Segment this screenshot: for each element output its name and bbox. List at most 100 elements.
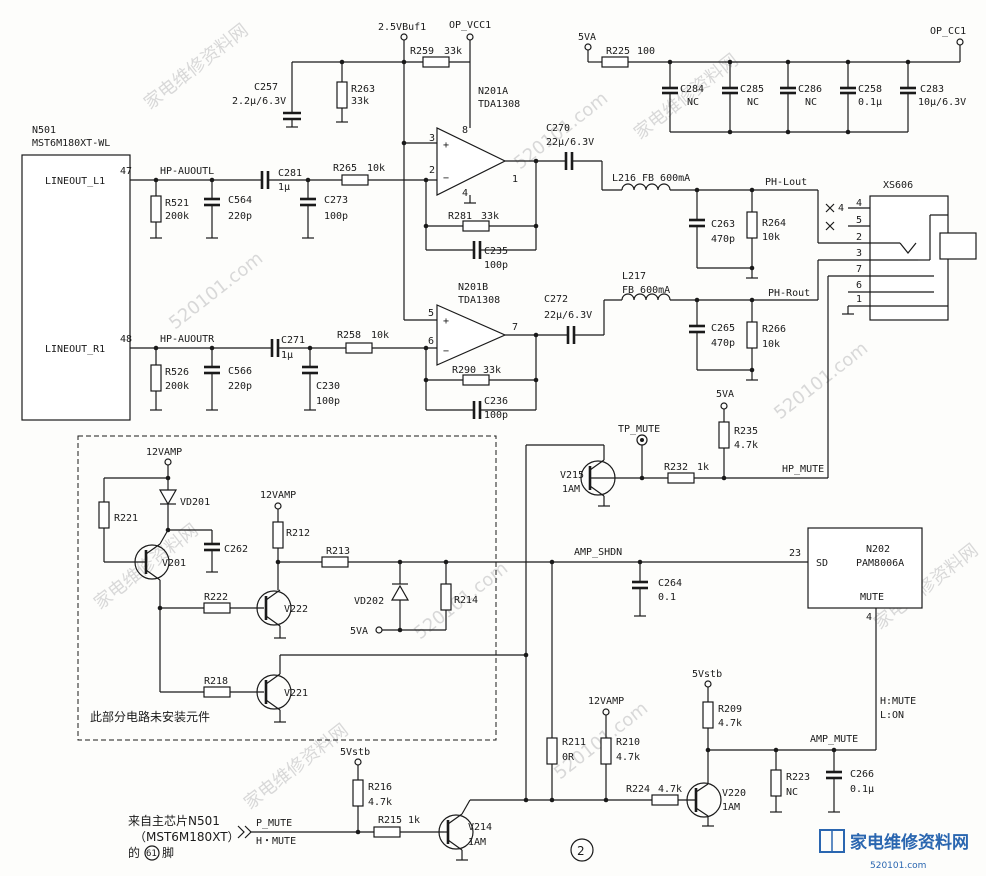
net-ph-r-label: PH-Rout bbox=[768, 288, 810, 299]
r258-ref: R258 bbox=[337, 330, 361, 341]
amp-mute-circuit: R211 0R 12VAMP R210 4.7k R224 4.7k 5Vstb… bbox=[470, 669, 876, 827]
c270-val: 22μ/6.3V bbox=[546, 137, 594, 148]
net-l-on-label: L:ON bbox=[880, 710, 904, 721]
n201b-plus: + bbox=[443, 316, 449, 327]
filter-caps bbox=[662, 59, 916, 135]
v222-ref: V222 bbox=[284, 604, 308, 615]
ic-n501-ref: N501 bbox=[32, 125, 56, 136]
n202-ref: N202 bbox=[866, 544, 890, 555]
c264-val: 0.1 bbox=[658, 592, 676, 603]
n201b-minus: − bbox=[443, 346, 449, 357]
note-from-line3: 的 bbox=[128, 845, 140, 860]
net-tp-mute-label: TP_MUTE bbox=[618, 424, 660, 435]
n202-pin-mute-num: 4 bbox=[866, 612, 872, 623]
c236-ref: C236 bbox=[484, 396, 508, 407]
r215-val: 1k bbox=[408, 815, 420, 826]
r223-ref: R223 bbox=[786, 772, 810, 783]
n202-pin-sd: SD bbox=[816, 558, 828, 569]
xs606-pin-4: 4 bbox=[838, 203, 844, 214]
vd201-ref: VD201 bbox=[180, 497, 210, 508]
net-h-mute-label: H:MUTE bbox=[880, 696, 916, 707]
xs606-pin2-num: 2 bbox=[856, 232, 862, 243]
n202-pin-sd-num: 23 bbox=[789, 548, 801, 559]
p-mute-circuit: 来自主芯片N501 （MST6M180XT） 的 61 脚 P_MUTE H・M… bbox=[128, 747, 492, 861]
v215-val: 1AM bbox=[562, 484, 580, 495]
v221-ref: V221 bbox=[284, 688, 308, 699]
r259-val: 33k bbox=[444, 46, 462, 57]
net-5va-top-label: 5VA bbox=[578, 32, 596, 43]
r263-val: 33k bbox=[351, 96, 369, 107]
logo-url: 520101.com bbox=[870, 861, 926, 871]
xs606-ref: XS606 bbox=[883, 180, 913, 191]
v220-ref: V220 bbox=[722, 788, 746, 799]
n201a-minus: − bbox=[443, 173, 449, 184]
r218-ref: R218 bbox=[204, 676, 228, 687]
net-amp-mute-label: AMP_MUTE bbox=[810, 734, 858, 745]
c258-val: 0.1μ bbox=[858, 97, 882, 108]
r225-val: 100 bbox=[637, 46, 655, 57]
r258-val: 10k bbox=[371, 330, 389, 341]
c281-val: 1μ bbox=[278, 182, 290, 193]
l217-val: FB 600mA bbox=[622, 285, 670, 296]
r216-val: 4.7k bbox=[368, 797, 392, 808]
watermark-site: 家电维修资料网 bbox=[240, 720, 352, 814]
ic-n501-body bbox=[21, 154, 131, 421]
r215-ref: R215 bbox=[378, 815, 402, 826]
c230-val: 100p bbox=[316, 396, 340, 407]
r290-val: 33k bbox=[483, 365, 501, 376]
c283-val: 10μ/6.3V bbox=[918, 97, 966, 108]
c265-val: 470p bbox=[711, 338, 735, 349]
n201a-part: TDA1308 bbox=[478, 99, 520, 110]
ic-n501-part: MST6M180XT-WL bbox=[32, 138, 110, 149]
r210-ref: R210 bbox=[616, 737, 640, 748]
figure-number: 2 bbox=[570, 838, 594, 862]
r223-val: NC bbox=[786, 787, 798, 798]
note-pin-circle: 61 bbox=[146, 849, 157, 859]
c283-ref: C283 bbox=[920, 84, 944, 95]
c281-ref: C281 bbox=[278, 168, 302, 179]
xs606-pin5-num: 5 bbox=[856, 215, 862, 226]
supply-filter: 5VA R225 100 OP_CC1 bbox=[578, 26, 966, 135]
net-hp-l-label: HP-AUOUTL bbox=[160, 166, 214, 177]
hp-mute-circuit: TP_MUTE 5VA R235 4.7k R232 1k HP_MUTE V2… bbox=[525, 389, 828, 800]
bias-network: 2.5VBuf1 OP_VCC1 R259 33k C257 2.2μ/6.3V… bbox=[232, 20, 491, 321]
ic-n501: N501 MST6M180XT-WL LINEOUT_L1 47 LINEOUT… bbox=[21, 125, 132, 421]
r222-ref: R222 bbox=[204, 592, 228, 603]
c272-val: 22μ/6.3V bbox=[544, 310, 592, 321]
r266-val: 10k bbox=[762, 339, 780, 350]
xs606-pin6-num: 6 bbox=[856, 280, 862, 291]
r266-ref: R266 bbox=[762, 324, 786, 335]
c284-val: NC bbox=[687, 97, 699, 108]
r225-ref: R225 bbox=[606, 46, 630, 57]
r526-ref: R526 bbox=[165, 367, 189, 378]
right-input-chain: HP-AUOUTR R526 200k C566 220p C271 1μ C2… bbox=[130, 330, 437, 411]
site-logo: 家电维修资料网 520101.com bbox=[819, 829, 969, 871]
r221-ref: R221 bbox=[114, 513, 138, 524]
r209-ref: R209 bbox=[718, 704, 742, 715]
v201-ref: V201 bbox=[162, 558, 186, 569]
c257-ref: C257 bbox=[254, 82, 278, 93]
right-feedback: R290 33k C236 100p bbox=[423, 332, 568, 421]
r235-ref: R235 bbox=[734, 426, 758, 437]
r211-val: 0R bbox=[562, 752, 575, 763]
ic-n501-pin-r-num: 48 bbox=[120, 334, 132, 345]
r290-ref: R290 bbox=[452, 365, 476, 376]
r265-ref: R265 bbox=[333, 163, 357, 174]
net-op-vcc-label: OP_VCC1 bbox=[449, 20, 491, 31]
v215-ref: V215 bbox=[560, 470, 584, 481]
v220-val: 1AM bbox=[722, 802, 740, 813]
net-amp-shdn-label: AMP_SHDN bbox=[574, 547, 622, 558]
c273-val: 100p bbox=[324, 211, 348, 222]
net-hp-mute-label: HP_MUTE bbox=[782, 464, 824, 475]
n201b-ref: N201B bbox=[458, 282, 488, 293]
c235-ref: C235 bbox=[484, 246, 508, 257]
n201b-pin6: 6 bbox=[428, 336, 434, 347]
logo-text: 家电维修资料网 bbox=[850, 832, 969, 853]
c273-ref: C273 bbox=[324, 195, 348, 206]
n202-part: PAM8006A bbox=[856, 558, 904, 569]
r224-ref: R224 bbox=[626, 784, 650, 795]
r264-ref: R264 bbox=[762, 218, 786, 229]
c270-ref: C270 bbox=[546, 123, 570, 134]
v214-ref: V214 bbox=[468, 822, 492, 833]
